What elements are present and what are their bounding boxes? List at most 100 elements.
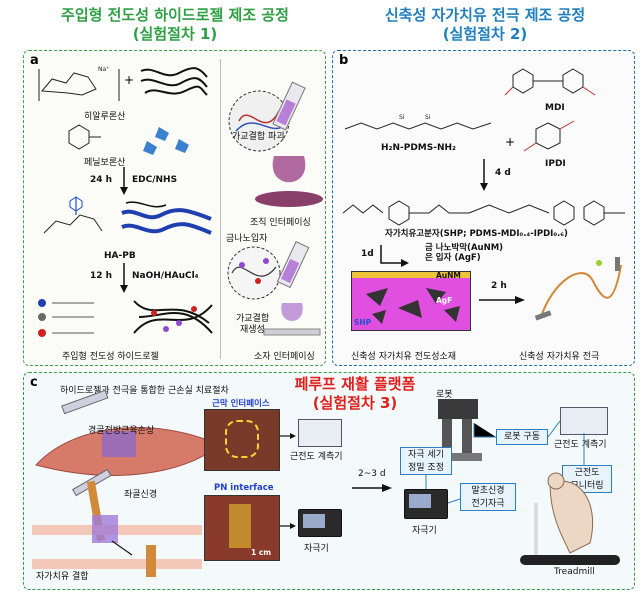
left-title-line1: 주입형 전도성 하이드로젤 제조 공정 <box>61 6 289 24</box>
time-2h: 2 h <box>491 281 507 291</box>
emg-meter2-label: 근전도 계측기 <box>554 440 607 450</box>
panel-c: c 하이드로젤과 전극을 통합한 근손실 치료절차 페루프 재활 플랫폼 (실험… <box>23 372 635 590</box>
step2-time: 12 h <box>90 271 113 281</box>
emg-meter-label: 근전도 계측기 <box>290 452 343 462</box>
treadmill-label: Treadmill <box>554 567 595 577</box>
aunm-line-label: 금 나노박막(AuNM) <box>425 243 504 253</box>
pn-electrode <box>229 504 251 548</box>
scale-bar-label: 1 cm <box>251 548 272 557</box>
pdms-structure: Si Si <box>344 114 492 130</box>
ha-chains-icon <box>140 67 208 96</box>
emg-device-1 <box>298 419 342 447</box>
hydrogel-label: 주입형 전도성 하이드로젤 <box>62 352 159 362</box>
electrode-illustration <box>534 257 622 321</box>
step1-time: 24 h <box>90 175 113 185</box>
mdi-label: MDI <box>545 103 565 113</box>
stimulator-device-1 <box>298 509 342 537</box>
panel-c-header: 하이드로젤과 전극을 통합한 근손실 치료절차 <box>60 386 229 396</box>
material-label: 신축성 자가치유 전도성소재 <box>351 352 457 362</box>
stim-tune-line2: 정밀 조정 <box>408 463 444 473</box>
pdms-label: H₂N-PDMS-NH₂ <box>381 143 456 153</box>
step1-reagent: EDC/NHS <box>132 175 178 185</box>
agf-tag: AgF <box>436 296 453 305</box>
stimulator-screen-2 <box>409 494 431 508</box>
peripheral-stim-box: 말초신경 전기자극 <box>460 483 516 511</box>
agf-line-label: 은 입자 (AgF) <box>425 253 481 263</box>
device-interface-label: 소자 인터페이싱 <box>254 352 315 362</box>
svg-text:Si: Si <box>425 114 431 121</box>
stimulator2-label: 자극기 <box>412 526 437 536</box>
agf-flakes <box>366 288 460 324</box>
device-injection-illustration <box>227 241 321 336</box>
crosslink-regen-label-2: 재생성 <box>240 325 265 335</box>
ipdi-structure <box>523 120 575 152</box>
ha-pb-structure <box>43 196 212 235</box>
emg-device-2 <box>560 407 608 435</box>
pn-interface-photo: 1 cm <box>204 495 280 561</box>
panel-a-label: a <box>30 53 39 68</box>
shp-caption: 자가치유고분자(SHP; PDMS-MDI₀.₄-IPDI₀.₆) <box>385 229 568 239</box>
robot-drive-box: 로봇 구동 <box>496 429 548 445</box>
panel-a-divider <box>220 59 221 359</box>
muscle-interface-photo <box>204 409 280 471</box>
emg-monitor-line1: 근전도 <box>574 468 600 478</box>
panel-c-connectors <box>425 420 585 504</box>
left-title-line2: (실험절차 1) <box>132 25 218 43</box>
arrow-right-c1-icon <box>280 433 296 439</box>
ha-pb-label: HA-PB <box>104 251 136 261</box>
time-4d: 4 d <box>495 168 511 178</box>
time-1d: 1d <box>361 249 374 259</box>
muscle-interface-label: 근막 인터페이스 <box>212 399 270 409</box>
na-ion-label: Na⁺ <box>98 66 109 73</box>
phenylboronic-acid-structure <box>68 124 189 155</box>
right-title: 신축성 자가치유 전극 제조 공정 (실험절차 2) <box>330 6 640 44</box>
robot-label: 로봇 <box>436 390 453 400</box>
aunm-layer <box>352 272 470 278</box>
shp-polymer-structure <box>342 200 625 226</box>
right-title-line2: (실험절차 2) <box>442 25 528 43</box>
stim-tune-line1: 자극 세기 <box>408 450 444 460</box>
self-heal-bond-label: 자가치유 결합 <box>36 572 89 582</box>
electrode-label: 신축성 자가치유 전극 <box>519 352 600 362</box>
tissue-interface-label: 조직 인터페이싱 <box>250 218 311 228</box>
conductive-material-block: AuNM AgF SHP <box>351 271 471 331</box>
arrow-right-b3-icon <box>479 296 525 304</box>
arrow-b2-icon <box>380 245 409 267</box>
panel-b: b MDI IPDI Si Si H₂N-PDMS-NH₂ + 4 d 자가치유 <box>332 50 635 366</box>
svg-text:Si: Si <box>399 114 405 121</box>
stimulator-screen-1 <box>303 514 325 528</box>
stimulator-label: 자극기 <box>304 544 329 554</box>
shp-tag: SHP <box>354 318 372 327</box>
step2-reagent: NaOH/HAuCl₄ <box>132 271 199 281</box>
arrow-down-b1-icon <box>480 159 488 191</box>
aunm-tag: AuNM <box>436 271 461 280</box>
muscle-illustration <box>35 389 221 476</box>
panel-a: a Na⁺ + 히알루론산 페닐보론산 24 h EDC/NHS HA-PB <box>23 50 326 366</box>
stimulator-device-2 <box>404 489 448 519</box>
hyaluronic-acid-label: 히알루론산 <box>84 112 126 122</box>
ipdi-label: IPDI <box>545 159 566 169</box>
phenylboronic-acid-label: 페닐보론산 <box>84 158 126 168</box>
gold-nanoparticle-label: 금나노입자 <box>226 234 268 244</box>
muscle-injury-label: 경골전방근육손상 <box>88 426 155 436</box>
peripheral-line1: 말초신경 <box>471 486 505 496</box>
platform-title-line2: (실험절차 3) <box>312 394 398 412</box>
arrow-right-c2-icon <box>280 523 296 529</box>
arrow-down-a1-icon <box>120 167 128 195</box>
arrow-down-a2-icon <box>120 263 128 293</box>
stim-tune-box: 자극 세기 정밀 조정 <box>400 447 452 475</box>
tissue-injection-illustration <box>228 81 323 207</box>
days-label: 2~3 d <box>358 469 386 479</box>
right-title-line1: 신축성 자가치유 전극 제조 공정 <box>384 6 586 24</box>
hydrogel-network-structure <box>38 299 213 337</box>
robot-illustration <box>432 399 482 461</box>
emg-monitor-line2: 모니터링 <box>570 481 604 491</box>
panel-c-label: c <box>30 375 38 390</box>
interface-outline <box>225 420 259 458</box>
crosslink-break-label: 가교결합 파괴 <box>232 132 285 142</box>
crosslink-regen-label-1: 가교결합 <box>236 314 270 324</box>
rat-treadmill-illustration <box>520 472 620 565</box>
left-title: 주입형 전도성 하이드로젤 제조 공정 (실험절차 1) <box>20 6 330 44</box>
mdi-structure <box>504 68 596 96</box>
panel-b-label: b <box>339 53 349 68</box>
